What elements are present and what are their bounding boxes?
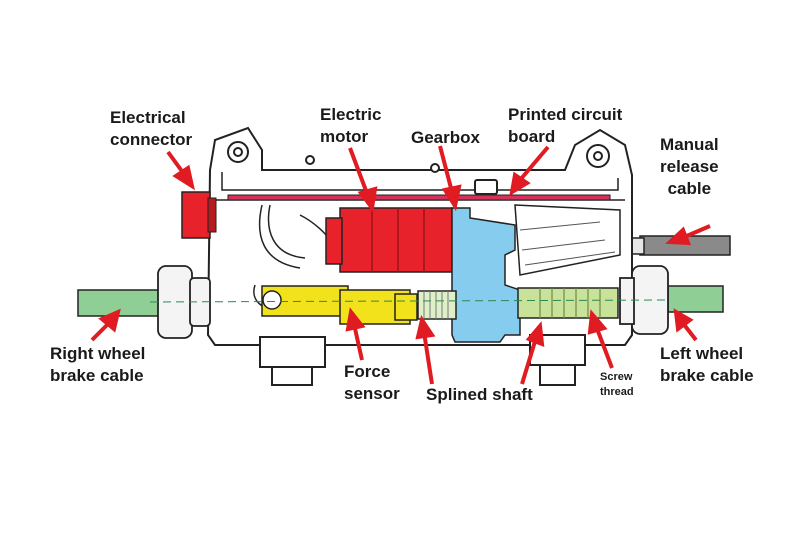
arrow-splined-shaft-2 (520, 321, 545, 385)
gearbox (451, 207, 521, 343)
label-gearbox: Gearbox (411, 128, 480, 147)
printed-circuit-board (227, 194, 611, 201)
arrow-right-wheel-brake-cable (90, 308, 121, 342)
electrical-connector (181, 191, 217, 239)
arrow-splined-shaft-1 (415, 315, 436, 385)
left-wheel-brake-cable (667, 285, 724, 313)
screw-thread (517, 287, 619, 319)
arrow-manual-release-cable (665, 224, 711, 246)
arrow-pcb (509, 145, 550, 196)
label-arrows (90, 145, 711, 385)
arrow-electrical-connector (166, 150, 195, 191)
arrow-gearbox (438, 145, 462, 212)
arrow-screw-thread (587, 309, 614, 369)
arrow-left-wheel-brake-cable (673, 308, 698, 342)
centre-axis (149, 299, 669, 303)
arrow-electric-motor (348, 147, 378, 214)
label-splined-shaft: Splined shaft (426, 385, 533, 404)
mounting-feet (259, 334, 586, 386)
electric-motor (325, 207, 453, 273)
arrow-force-sensor (345, 307, 366, 361)
